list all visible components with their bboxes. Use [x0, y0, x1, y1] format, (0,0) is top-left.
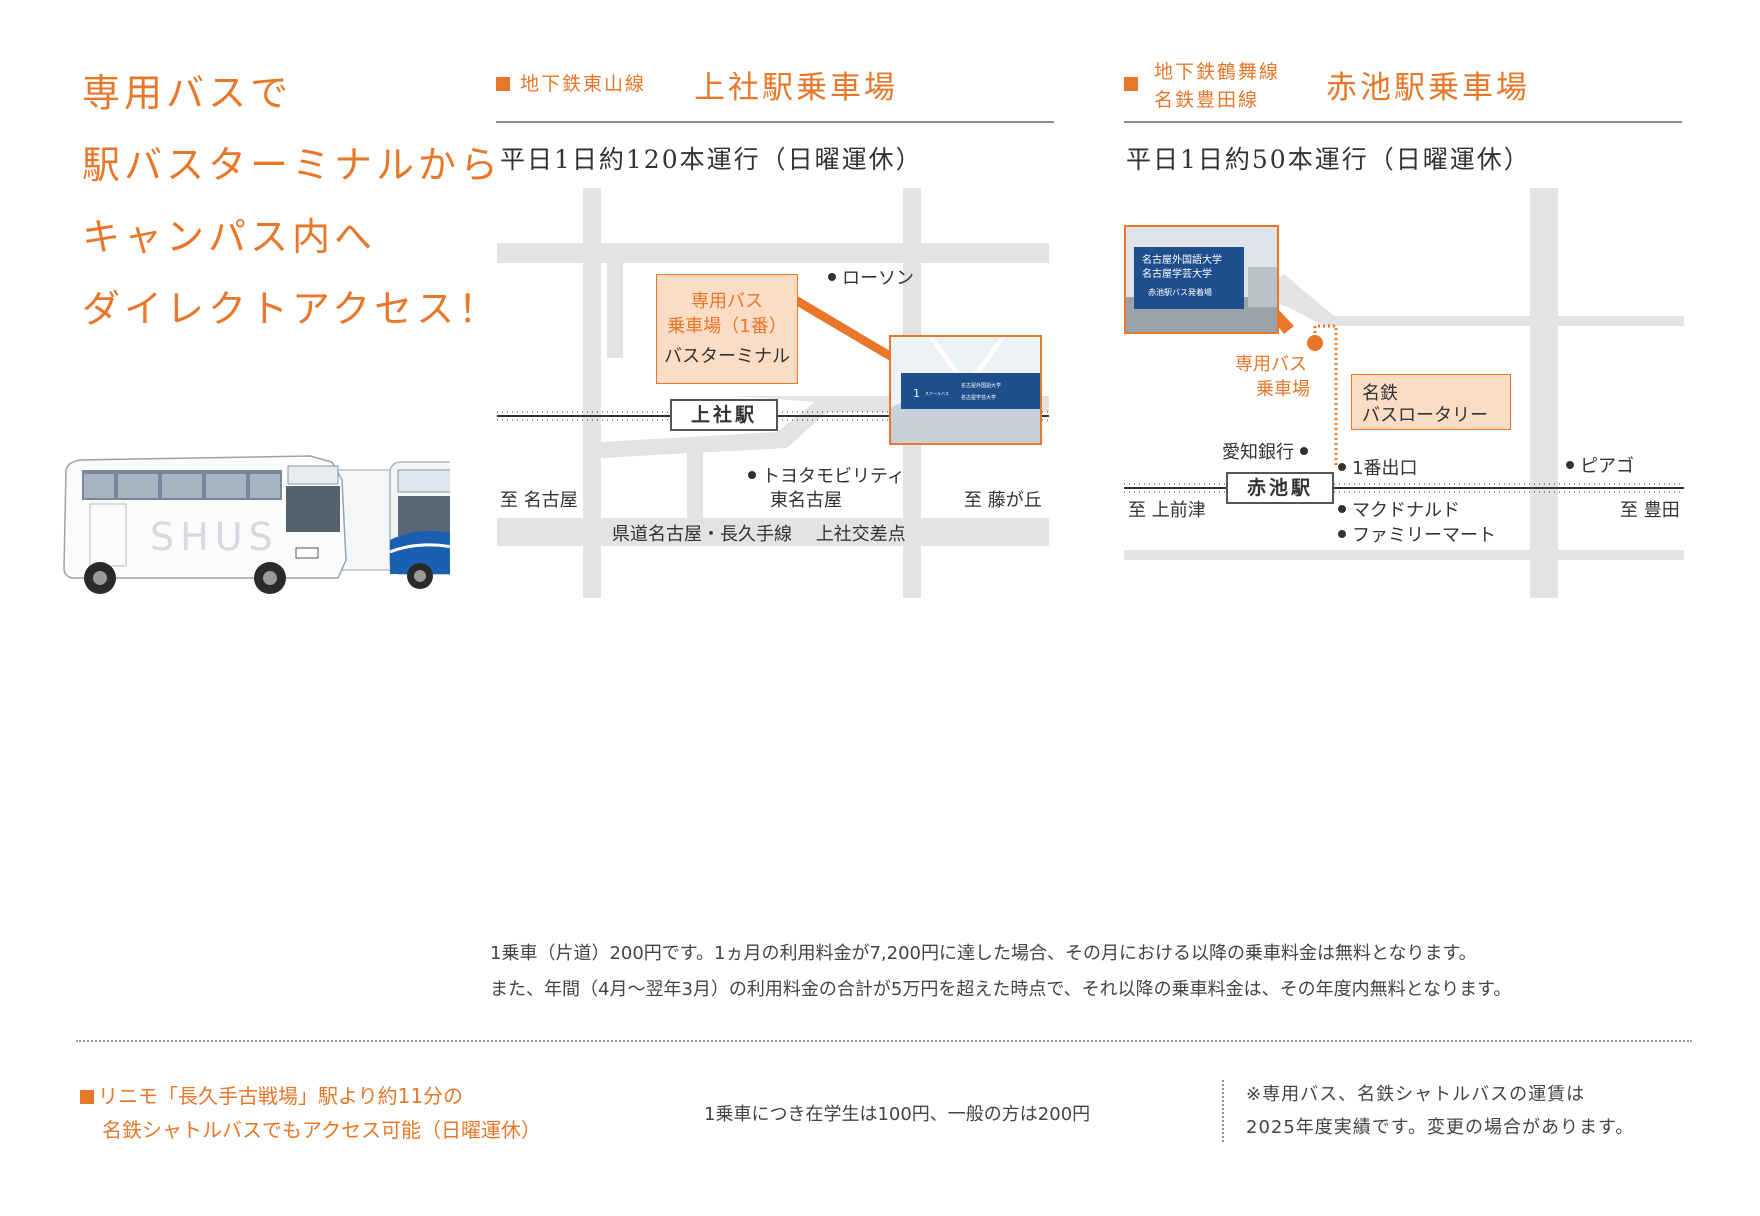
terminal-label-3: バスターミナル — [664, 346, 790, 367]
akaike-photo-line-3: 赤池駅バス発着場 — [1148, 287, 1212, 297]
photo-sign-small: スクールバス — [925, 390, 949, 396]
akaike-railway — [1124, 483, 1684, 493]
headline-line-2: 駅バスターミナルから — [82, 143, 503, 187]
toyota-label: トヨタモビリティ — [748, 466, 905, 488]
lawson-label: ローソン — [828, 268, 914, 290]
toyota-text-1: トヨタモビリティ — [762, 466, 905, 487]
white-bus: SHUS — [63, 455, 347, 594]
famima-label: ファミリーマート — [1338, 525, 1496, 547]
disclaimer-line-1: ※専用バス、名鉄シャトルバスの運賃は — [1246, 1084, 1586, 1105]
akaike-photo: 名古屋外国語大学 名古屋学芸大学 赤池駅バス発着場 — [1124, 225, 1279, 334]
rotary-label-1: 名鉄 — [1362, 383, 1398, 404]
akaike-title: 赤池駅乗車場 — [1326, 70, 1530, 106]
akaike-stop-label-1: 専用バス — [1235, 354, 1307, 375]
akaike-line-label-1: 地下鉄鶴舞線 — [1154, 61, 1281, 83]
akaike-photo-line-2: 名古屋学芸大学 — [1142, 267, 1212, 280]
bank-text: 愛知銀行 — [1222, 442, 1294, 463]
headline: 専用バスで 駅バスターミナルから キャンパス内へ ダイレクトアクセス！ — [82, 68, 502, 356]
piago-dot — [1566, 461, 1574, 469]
fare-note-line-1: 1乗車（片道）200円です。1ヵ月の利用料金が7,200円に達した場合、その月に… — [490, 943, 1477, 964]
terminal-label-1: 専用バス — [691, 291, 763, 312]
shuttle-line-2: 名鉄シャトルバスでもアクセス可能（日曜運休） — [102, 1118, 541, 1142]
terminal-label-2: 乗車場（1番） — [667, 316, 787, 337]
photo-sign-line-2: 名古屋学芸大学 — [961, 394, 996, 401]
mcd-text: マクドナルド — [1352, 500, 1460, 521]
fare-disclaimer: ※専用バス、名鉄シャトルバスの運賃は 2025年度実績です。変更の場合があります… — [1246, 1078, 1634, 1144]
headline-line-3: キャンパス内へ — [82, 215, 377, 259]
toyota-label-2: 東名古屋 — [770, 490, 842, 511]
headline-line-4: ダイレクトアクセス！ — [82, 287, 501, 331]
shuttle-info: リニモ「長久手古戦場」駅より約11分の 名鉄シャトルバスでもアクセス可能（日曜運… — [80, 1079, 541, 1147]
akaike-to-east: 至 豊田 — [1620, 500, 1680, 521]
section-divider — [76, 1040, 1692, 1042]
exit-dot — [1338, 463, 1346, 471]
exit-text: 1番出口 — [1352, 458, 1418, 479]
akaike-to-west: 至 上前津 — [1128, 500, 1206, 521]
kamiyashiro-road-label: 県道名古屋・長久手線 上社交差点 — [612, 524, 906, 545]
photo-sign-number: 1 — [913, 387, 920, 400]
shuttle-line-1-wrap: リニモ「長久手古戦場」駅より約11分の — [80, 1079, 541, 1113]
toyota-dot — [748, 471, 756, 479]
kamiyashiro-line-label: 地下鉄東山線 — [520, 73, 647, 95]
lawson-text: ローソン — [842, 268, 914, 289]
kamiyashiro-photo: 1 スクールバス 名古屋外国語大学 名古屋学芸大学 — [889, 335, 1042, 445]
svg-text:SHUS: SHUS — [150, 515, 279, 559]
akaike-station: 赤池駅 — [1226, 472, 1334, 504]
kamiyashiro-rule — [496, 121, 1054, 123]
note-separator — [1222, 1080, 1224, 1142]
exit-label: 1番出口 — [1338, 458, 1417, 480]
pointer-line — [780, 288, 895, 364]
bus-terminal-box: 専用バス 乗車場（1番） バスターミナル — [656, 274, 798, 384]
famima-dot — [1338, 530, 1346, 538]
bus-illustration: SHUS — [63, 455, 450, 594]
mcd-label: マクドナルド — [1338, 500, 1460, 522]
fare-note-line-2: また、年間（4月〜翌年3月）の利用料金の合計が5万円を超えた時点で、それ以降の乗… — [490, 979, 1512, 1000]
disclaimer-line-2: 2025年度実績です。変更の場合があります。 — [1246, 1117, 1635, 1138]
akaike-photo-line-1: 名古屋外国語大学 — [1142, 253, 1222, 266]
kamiyashiro-frequency: 平日1日約120本運行（日曜運休） — [500, 145, 923, 174]
kamiyashiro-title: 上社駅乗車場 — [694, 70, 898, 106]
headline-line-1: 専用バスで — [82, 71, 293, 115]
akaike-marker — [1124, 77, 1138, 91]
piago-label: ピアゴ — [1566, 456, 1634, 478]
bank-label: 愛知銀行 — [1222, 442, 1314, 464]
shuttle-fare: 1乗車につき在学生は100円、一般の方は200円 — [704, 1104, 1091, 1125]
kamiyashiro-marker — [496, 77, 510, 91]
rotary-label-2: バスロータリー — [1362, 405, 1488, 426]
photo-sign-line-1: 名古屋外国語大学 — [961, 382, 1001, 389]
shuttle-marker — [80, 1090, 94, 1104]
akaike-line-label-2: 名鉄豊田線 — [1154, 89, 1260, 111]
kamiyashiro-to-east: 至 藤が丘 — [964, 490, 1042, 511]
famima-text: ファミリーマート — [1352, 525, 1496, 546]
piago-text: ピアゴ — [1580, 456, 1634, 477]
bank-dot — [1300, 447, 1308, 455]
kamiyashiro-to-west: 至 名古屋 — [500, 490, 578, 511]
akaike-stop-label-2: 乗車場 — [1256, 379, 1310, 400]
bus-rotary-box: 名鉄 バスロータリー — [1351, 374, 1511, 430]
akaike-map — [1124, 188, 1684, 598]
mcd-dot — [1338, 505, 1346, 513]
lawson-dot — [828, 273, 836, 281]
shuttle-line-1: リニモ「長久手古戦場」駅より約11分の — [98, 1084, 464, 1108]
akaike-frequency: 平日1日約50本運行（日曜運休） — [1126, 145, 1531, 174]
akaike-rule — [1124, 121, 1682, 123]
kamiyashiro-station: 上社駅 — [670, 399, 778, 431]
